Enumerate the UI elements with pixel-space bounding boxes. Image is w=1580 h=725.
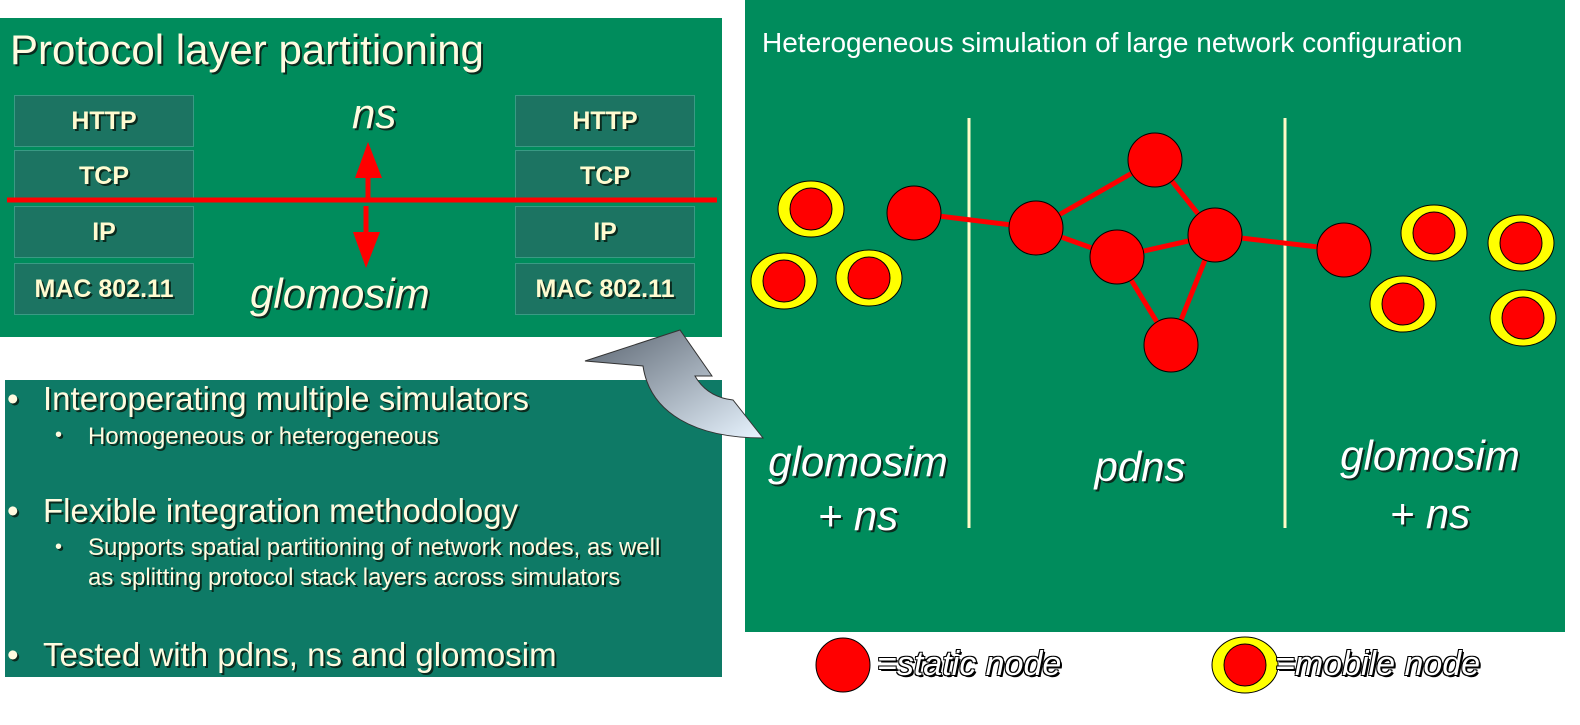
static-node: [1089, 229, 1145, 285]
protocol-layer-panel: Protocol layer partitioning HTTP TCP IP …: [0, 18, 722, 337]
legend-mobile-node-icon: [1211, 636, 1279, 694]
bullet-panel: • Interoperating multiple simulators • H…: [5, 380, 722, 677]
mobile-node: [777, 180, 845, 238]
right-region-label-1: glomosim: [1340, 432, 1520, 479]
static-node: [1143, 317, 1199, 373]
right-layer-http: HTTP: [515, 95, 695, 147]
legend-static-label: =static node: [877, 645, 1062, 683]
mobile-node: [1400, 204, 1468, 262]
static-node: [1187, 207, 1243, 263]
mobile-node: [1487, 214, 1555, 272]
partition-line-and-arrows: [7, 142, 717, 268]
arrow-down-icon: [353, 232, 380, 268]
left-layer-ip: IP: [14, 206, 194, 258]
right-layer-tcp: TCP: [515, 150, 695, 202]
static-nodes: [886, 132, 1372, 373]
left-layer-tcp: TCP: [14, 150, 194, 202]
mobile-node: [1369, 275, 1437, 333]
legend-static-node-icon: [815, 637, 871, 693]
bullet-dot: •: [55, 424, 63, 446]
bullet-2-sub: Supports spatial partitioning of network…: [88, 534, 661, 591]
mobile-node: [835, 249, 903, 307]
middle-region-label: pdns: [1094, 443, 1186, 490]
left-region-label-1: glomosim: [768, 438, 948, 485]
bullet-dot: •: [7, 636, 19, 673]
mobile-node: [1489, 289, 1557, 347]
static-node: [886, 185, 942, 241]
ns-label: ns: [352, 90, 397, 137]
static-node: [1008, 200, 1064, 256]
panel-title: Protocol layer partitioning: [10, 26, 484, 73]
bullet-dot: •: [55, 536, 63, 558]
bullet-dot: •: [7, 380, 19, 417]
right-layer-mac: MAC 802.11: [515, 263, 695, 315]
mobile-nodes: [750, 180, 1557, 347]
bullet-1: Interoperating multiple simulators: [43, 380, 530, 417]
static-node: [1127, 132, 1183, 188]
glomosim-label: glomosim: [250, 270, 430, 317]
bullet-2: Flexible integration methodology: [43, 492, 519, 529]
static-node: [1316, 222, 1372, 278]
mobile-node: [750, 252, 818, 310]
network-config-panel: Heterogeneous simulation of large networ…: [745, 0, 1565, 632]
left-layer-http: HTTP: [14, 95, 194, 147]
left-region-label-2: + ns: [817, 492, 899, 539]
legend-mobile-label: =mobile node: [1275, 645, 1481, 683]
bullet-1-sub: Homogeneous or heterogeneous: [88, 423, 439, 450]
network-title: Heterogeneous simulation of large networ…: [762, 27, 1463, 58]
right-region-label-2: + ns: [1389, 490, 1471, 537]
bullet-dot: •: [7, 492, 19, 529]
arrow-up-icon: [355, 142, 382, 178]
curved-arrow-icon: [584, 329, 765, 439]
network-diagram: [750, 118, 1557, 528]
left-layer-mac: MAC 802.11: [14, 263, 194, 315]
bullet-3: Tested with pdns, ns and glomosim: [43, 636, 557, 673]
right-layer-ip: IP: [515, 206, 695, 258]
